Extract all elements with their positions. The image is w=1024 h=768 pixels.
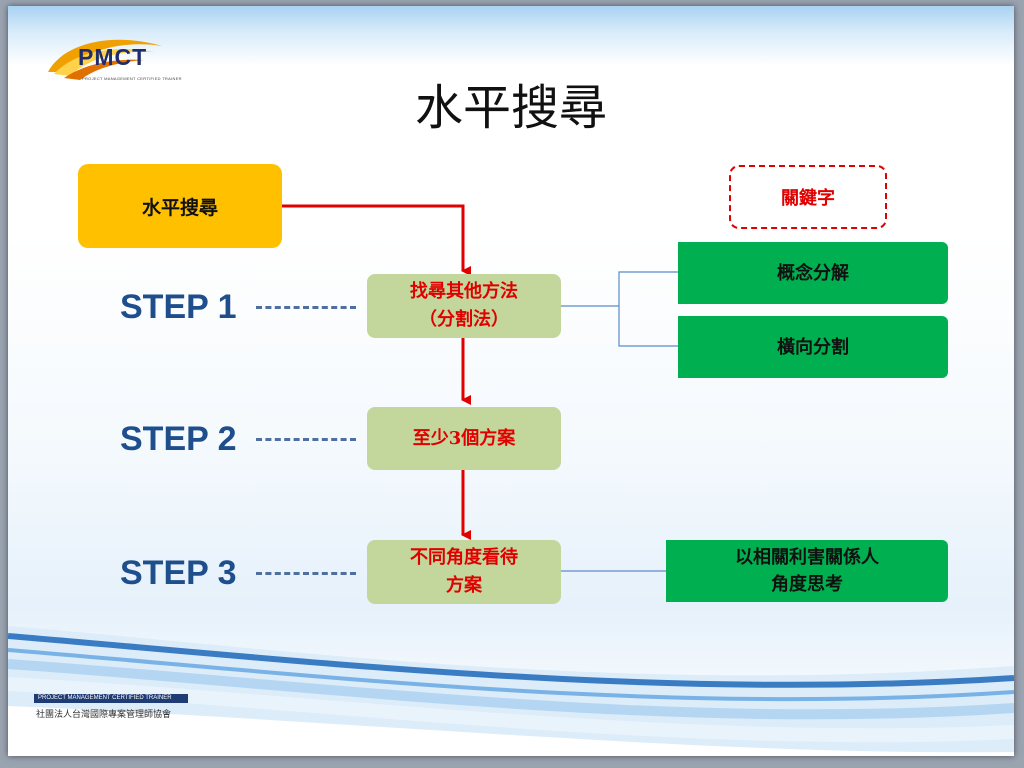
arrow-start-to-step1 (282, 204, 471, 276)
step-1-dash (256, 306, 356, 309)
keyword-box-1-line-1: 概念分解 (777, 262, 849, 284)
step-1-box-line-2: （分割法） (419, 309, 509, 330)
top-band (8, 6, 1014, 66)
start-box: 水平搜尋 (78, 164, 282, 248)
step-1-label: STEP 1 (120, 288, 237, 326)
keyword-box-2: 橫向分割 (678, 316, 948, 378)
keyword-box-3-line-1: 以相關利害關係人 (735, 547, 879, 568)
step-3-box: 不同角度看待 方案 (367, 540, 561, 604)
logo-text: PMCT (78, 44, 148, 70)
step-3-label: STEP 3 (120, 554, 237, 592)
pmct-logo-icon (48, 39, 162, 80)
step-3-box-line-1: 不同角度看待 (410, 547, 518, 568)
footer-org-name: 社團法人台灣國際專案管理師協會 (36, 710, 172, 720)
page-title: 水平搜尋 (414, 80, 607, 136)
keyword-box-2-line-1: 橫向分割 (777, 336, 849, 358)
keyword-box-3-line-2: 角度思考 (771, 574, 843, 595)
logo-subtitle: PROJECT MANAGEMENT CERTIFIED TRAINER (82, 76, 182, 81)
connector-lines (282, 204, 678, 572)
keyword-label-box: 關鍵字 (729, 165, 887, 229)
step-2-dash (256, 438, 356, 441)
step-3-box-line-2: 方案 (446, 575, 482, 596)
step-2-box: 至少3個方案 (367, 407, 561, 470)
step-2-label: STEP 2 (120, 420, 237, 458)
step-2-box-line-1: 至少3個方案 (412, 427, 516, 449)
step-1-box-line-1: 找尋其他方法 (410, 281, 518, 302)
footer-swoosh (8, 626, 1014, 756)
footer-bar: PROJECT MANAGEMENT CERTIFIED TRAINER (34, 694, 188, 703)
step-3-dash (256, 572, 356, 575)
keyword-box-3: 以相關利害關係人 角度思考 (666, 540, 948, 602)
slide: PMCT PROJECT MANAGEMENT CERTIFIED TRAINE… (8, 6, 1014, 756)
connector-bracket (618, 271, 678, 347)
keyword-box-1: 概念分解 (678, 242, 948, 304)
step-1-box: 找尋其他方法 （分割法） (367, 274, 561, 338)
